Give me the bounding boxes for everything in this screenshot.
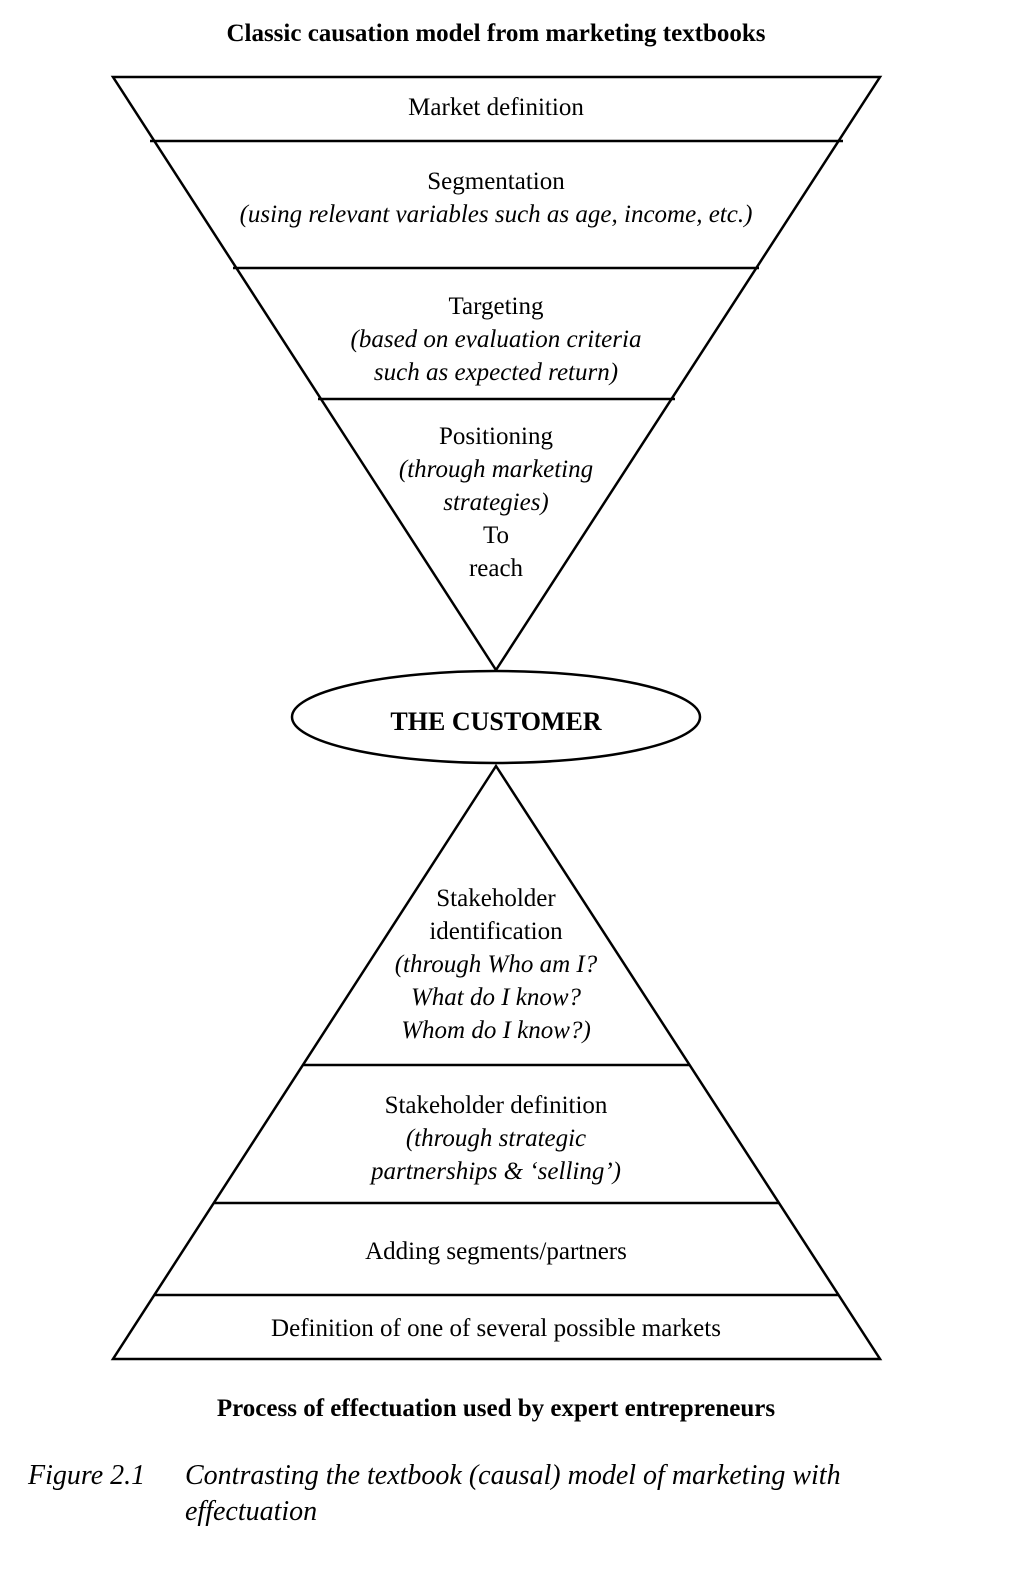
figure-number: Figure 2.1 — [28, 1460, 146, 1491]
pyramid-level-adding-segments: Adding segments/partners — [0, 1235, 992, 1268]
figure-caption-line1: Contrasting the textbook (causal) model … — [185, 1460, 841, 1491]
level-tail: To — [482, 522, 510, 549]
customer-ellipse — [290, 669, 702, 765]
pyramid-level-stakeholder-identification: Stakeholder identification (through Who … — [0, 882, 992, 1047]
customer-label: THE CUSTOMER — [390, 707, 602, 736]
bottom-title: Process of effectuation used by expert e… — [216, 1395, 776, 1422]
level-detail: such as expected return) — [373, 359, 619, 386]
level-tail: reach — [468, 555, 524, 582]
effectuation-pyramid — [110, 763, 883, 1361]
level-label: identification — [429, 918, 563, 945]
funnel-level-targeting: Targeting (based on evaluation criteria … — [0, 290, 992, 389]
level-detail: Whom do I know?) — [401, 1017, 591, 1044]
level-label: Stakeholder definition — [384, 1092, 608, 1119]
funnel-level-segmentation: Segmentation (using relevant variables s… — [0, 165, 992, 231]
level-detail: partnerships & ‘selling’) — [371, 1158, 621, 1185]
funnel-level-market-definition: Market definition — [0, 91, 992, 124]
pyramid-level-market-definition: Definition of one of several possible ma… — [0, 1312, 992, 1345]
pyramid-level-stakeholder-definition: Stakeholder definition (through strategi… — [0, 1089, 992, 1188]
level-detail: (based on evaluation criteria — [350, 326, 642, 353]
level-detail: (through Who am I? — [394, 951, 598, 978]
funnel-level-positioning: Positioning (through marketing strategie… — [0, 420, 992, 585]
level-label: Stakeholder — [436, 885, 556, 912]
level-label: Definition of one of several possible ma… — [271, 1315, 721, 1342]
level-label: Targeting — [448, 293, 544, 320]
level-detail: (through marketing — [398, 456, 594, 483]
level-detail: strategies) — [443, 489, 549, 516]
level-label: Segmentation — [427, 168, 565, 195]
level-label: Adding segments/partners — [365, 1238, 627, 1265]
level-label: Market definition — [408, 94, 584, 121]
level-detail: (using relevant variables such as age, i… — [239, 201, 753, 228]
top-title: Classic causation model from marketing t… — [226, 20, 766, 47]
causation-funnel — [110, 75, 883, 673]
level-detail: What do I know? — [410, 984, 582, 1011]
level-detail: (through strategic — [405, 1125, 587, 1152]
figure-caption-line2: effectuation — [185, 1496, 318, 1527]
level-label: Positioning — [439, 423, 553, 450]
